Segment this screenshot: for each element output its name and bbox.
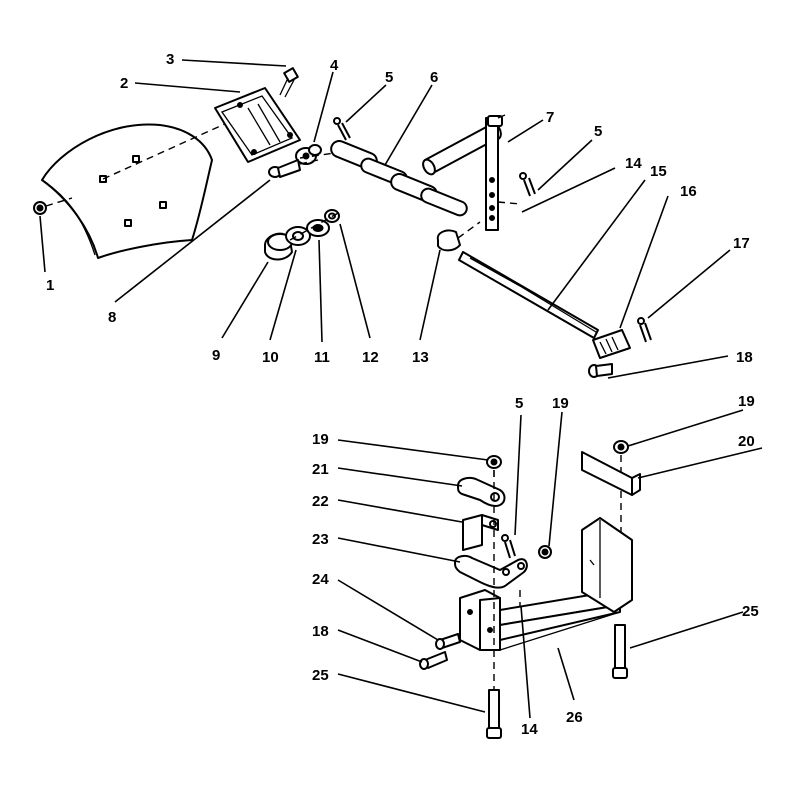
label-7: 7 bbox=[546, 109, 554, 126]
chute-deflector bbox=[41, 117, 239, 259]
label-20: 20 bbox=[738, 433, 755, 450]
bracket-part-22 bbox=[462, 514, 499, 551]
clevis-part-4 bbox=[295, 144, 322, 165]
frame-part-26 bbox=[459, 470, 633, 690]
bolt-part-25-left bbox=[486, 689, 502, 739]
label-14-upper: 14 bbox=[625, 155, 642, 172]
nut-part-19-mid bbox=[538, 545, 552, 559]
knob-part-13 bbox=[436, 221, 481, 252]
label-25-left: 25 bbox=[312, 667, 329, 684]
label-23: 23 bbox=[312, 531, 329, 548]
washer-part-11 bbox=[306, 219, 330, 237]
label-3: 3 bbox=[166, 51, 174, 68]
label-18-lower: 18 bbox=[312, 623, 329, 640]
mounting-plate bbox=[214, 87, 301, 163]
washer-stack-axis bbox=[289, 211, 341, 241]
label-19-mid: 19 bbox=[552, 395, 569, 412]
label-19-right: 19 bbox=[738, 393, 755, 410]
label-9: 9 bbox=[212, 347, 220, 364]
label-17: 17 bbox=[733, 235, 750, 252]
cotter-pin-part-17 bbox=[637, 317, 652, 343]
shift-rod-part-15 bbox=[458, 251, 599, 339]
label-12: 12 bbox=[362, 349, 379, 366]
chain-part-6 bbox=[299, 140, 468, 217]
label-5-arm: 5 bbox=[594, 123, 602, 140]
bolt-part-24 bbox=[435, 633, 461, 650]
label-2: 2 bbox=[120, 75, 128, 92]
label-18-upper: 18 bbox=[736, 349, 753, 366]
label-8: 8 bbox=[108, 309, 116, 326]
label-1: 1 bbox=[46, 277, 54, 294]
clevis-pin-part-8 bbox=[268, 159, 319, 178]
label-25-right: 25 bbox=[742, 603, 759, 620]
label-13: 13 bbox=[412, 349, 429, 366]
cotter-pin-lower bbox=[501, 534, 516, 559]
bolt-part-3 bbox=[279, 67, 299, 98]
label-15: 15 bbox=[650, 163, 667, 180]
label-11: 11 bbox=[314, 349, 330, 366]
cotter-pin-upper bbox=[333, 117, 351, 141]
label-5-lower: 5 bbox=[515, 395, 523, 412]
plate-part-23 bbox=[454, 554, 528, 589]
label-24: 24 bbox=[312, 571, 329, 588]
link-part-21 bbox=[457, 477, 506, 508]
bolt-part-25-right bbox=[612, 624, 628, 679]
part-labels: 1 2 3 4 5 6 7 5 8 9 10 11 12 13 14 15 16… bbox=[46, 51, 759, 738]
label-21: 21 bbox=[312, 461, 329, 478]
label-19-left: 19 bbox=[312, 431, 329, 448]
label-22: 22 bbox=[312, 493, 329, 510]
cotter-pin-arm bbox=[519, 172, 536, 197]
label-4: 4 bbox=[330, 57, 339, 74]
label-26: 26 bbox=[566, 709, 583, 726]
shift-arm-part-7 bbox=[422, 114, 521, 231]
label-5-upper: 5 bbox=[385, 69, 393, 86]
label-16: 16 bbox=[680, 183, 697, 200]
bracket-part-20 bbox=[581, 451, 641, 496]
label-6: 6 bbox=[430, 69, 438, 86]
nut-part-1 bbox=[33, 197, 73, 215]
label-10: 10 bbox=[262, 349, 279, 366]
bolt-part-18-upper bbox=[588, 363, 613, 378]
joint-part-16 bbox=[592, 329, 631, 359]
bolt-part-18-lower bbox=[419, 651, 448, 670]
leader-lines bbox=[39, 59, 763, 719]
label-14-lower: 14 bbox=[521, 721, 538, 738]
